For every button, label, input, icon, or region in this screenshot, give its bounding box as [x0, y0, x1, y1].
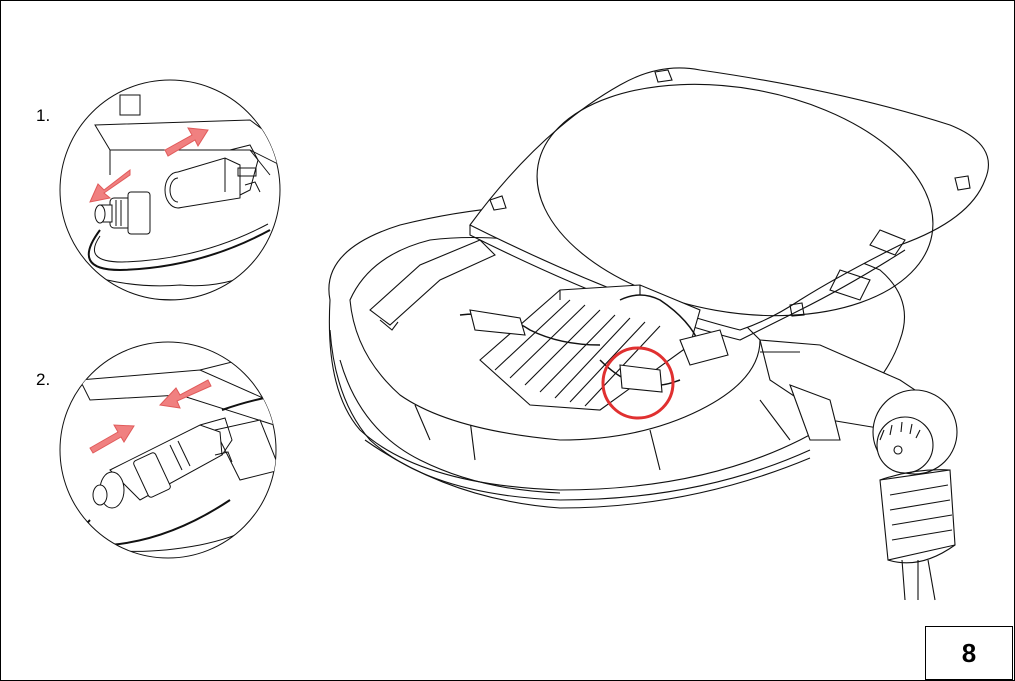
push-arrow-left	[89, 424, 135, 454]
heatsink	[479, 284, 701, 411]
highlight-circle	[601, 346, 675, 420]
detail-circle-2	[59, 341, 277, 559]
luminaire-drawing	[328, 67, 989, 601]
push-arrow-right	[158, 379, 212, 409]
page-number: 8	[925, 626, 1013, 680]
pole-clamp	[879, 469, 956, 601]
detail-circle-1	[59, 79, 281, 301]
pull-arrow-left	[89, 168, 131, 203]
connector-joined-2	[92, 417, 233, 509]
connector-female-1	[164, 144, 261, 209]
tilt-joint	[872, 389, 958, 475]
step-1-label: 1.	[36, 106, 51, 125]
step-2-label: 2.	[36, 370, 51, 389]
connector-male-1	[94, 191, 151, 235]
pull-arrow-right	[164, 127, 209, 157]
